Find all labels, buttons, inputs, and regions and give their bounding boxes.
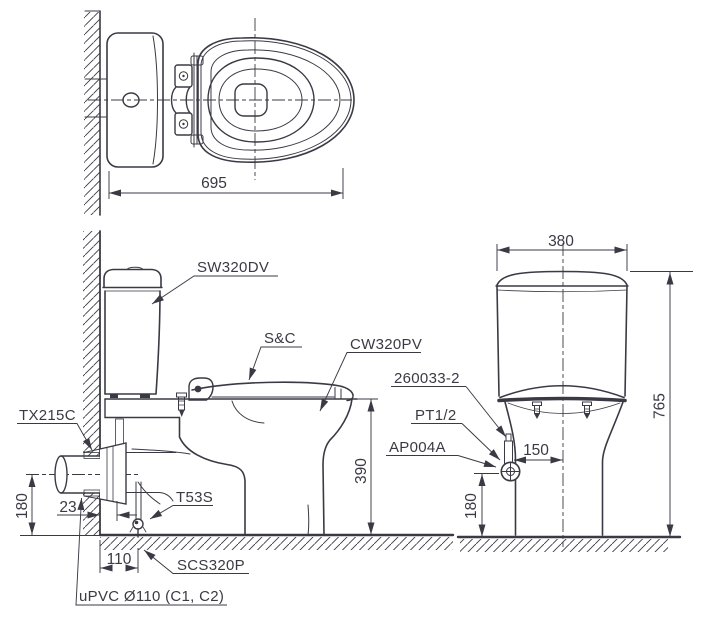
dim-text-total-height: 765 <box>652 393 669 419</box>
dim-text-supply-height: 180 <box>463 493 480 519</box>
dim-text-wall-gap: 23 <box>59 499 76 516</box>
waste-pipe-side <box>26 442 177 520</box>
floor-hatch <box>460 539 668 552</box>
dim-390: 390 <box>353 398 378 535</box>
thread-label: PT1/2 <box>415 407 457 424</box>
label-tx215c: TX215C <box>17 407 93 451</box>
dim-150: 150 <box>514 442 563 464</box>
inlet-label: TX215C <box>19 407 76 424</box>
cistern-front <box>495 270 629 403</box>
label-t53s: T53S <box>149 489 213 520</box>
floor-hatch <box>100 537 453 550</box>
label-sc: S&C <box>248 330 302 381</box>
dim-180-right: 180 <box>463 473 499 537</box>
trap-label: T53S <box>176 489 213 506</box>
top-view: 695 <box>84 10 355 216</box>
dim-text-depth: 695 <box>201 175 227 192</box>
wall-hatch <box>84 12 100 215</box>
dim-text-tank-width: 380 <box>548 233 574 250</box>
cistern-label: SW320DV <box>197 259 269 276</box>
label-scs320p: SCS320P <box>143 549 249 574</box>
supply-valve-front <box>500 433 521 482</box>
seat-lid-top <box>197 37 355 163</box>
valve-label: AP004A <box>389 439 446 456</box>
dim-text-supply-offset: 150 <box>523 442 549 459</box>
bowl-side <box>104 398 358 536</box>
cistern-side <box>102 266 163 398</box>
label-upvc: uPVC Ø110 (C1, C2) <box>75 497 227 606</box>
dim-180-left: 180 <box>14 474 36 535</box>
fixing-bolt-left <box>532 401 542 419</box>
dim-23: 23 <box>57 499 137 521</box>
bowl-label: CW320PV <box>350 336 422 353</box>
seat-cover-side <box>188 377 354 402</box>
outlet-label: SCS320P <box>177 557 245 574</box>
dim-695: 695 <box>108 168 344 199</box>
seat-hinge-top <box>170 52 204 148</box>
label-cw320pv: CW320PV <box>319 336 422 412</box>
side-view: 390 180 23 110 SW320DV S&C <box>14 230 455 606</box>
pedestal-front <box>504 401 624 536</box>
flush-button <box>122 92 140 108</box>
seat-cover-label: S&C <box>264 330 296 347</box>
dim-text-pipe-height: 180 <box>14 493 31 519</box>
hose-label: 260033-2 <box>394 370 460 387</box>
dim-text-outlet-offset: 110 <box>107 551 132 568</box>
dim-765: 765 <box>630 271 693 537</box>
pipe-label: uPVC Ø110 (C1, C2) <box>79 588 224 605</box>
label-sw320dv: SW320DV <box>151 259 278 305</box>
dim-text-rim-height: 390 <box>353 458 370 484</box>
front-view: 380 765 150 180 260033-2 PT1/2 <box>386 233 693 552</box>
trap-fitting-side <box>129 518 147 538</box>
dim-380: 380 <box>496 233 628 271</box>
bidet-nozzle-side <box>176 392 187 417</box>
fixing-bolt-right <box>582 401 592 419</box>
dim-110: 110 <box>99 540 139 573</box>
label-ap004a: AP004A <box>386 439 496 467</box>
label-260033-2: 260033-2 <box>391 370 506 437</box>
cistern-top <box>106 32 164 168</box>
